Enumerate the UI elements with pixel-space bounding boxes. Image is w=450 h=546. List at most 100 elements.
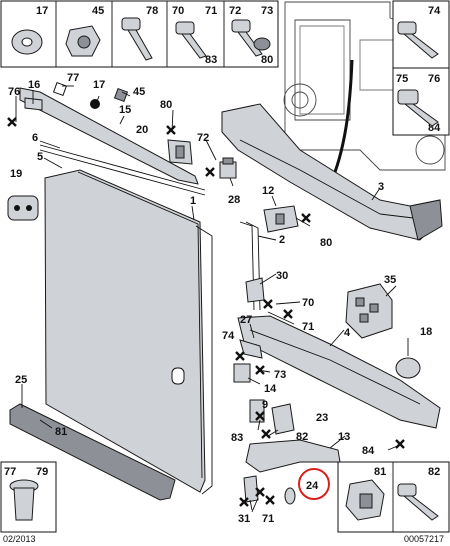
striker-23: [271, 403, 295, 435]
callout-5: 5: [37, 151, 43, 163]
door-handle-recess: [171, 367, 185, 385]
label-71-inset: 71: [205, 5, 217, 17]
top-inset-frame: [0, 0, 279, 68]
callout-73: 73: [274, 369, 286, 381]
callout-84: 84: [362, 445, 375, 457]
sliding-door-panel: [44, 169, 213, 495]
callout-2: 2: [279, 234, 285, 246]
callout-24: 24: [306, 480, 319, 492]
center-rail-3: [221, 103, 443, 241]
callout-71: 71: [302, 321, 314, 333]
lower-sill-4: [237, 315, 441, 429]
label-78-inset: 78: [146, 5, 158, 17]
bolt-74-icon: [397, 21, 439, 59]
leader-lines: [15, 85, 409, 513]
push-clip-icon: [345, 479, 385, 521]
label-17-inset: 17: [36, 5, 48, 17]
callout-35: 35: [384, 274, 396, 286]
callout-74: 74: [222, 330, 235, 342]
connector-block-35: [345, 283, 393, 339]
callout-81: 81: [55, 426, 67, 438]
callout-70: 70: [302, 297, 314, 309]
label-79-bottom: 79: [36, 466, 48, 478]
expansion-nut-icon: [9, 479, 39, 521]
label-73-inset: 73: [261, 5, 273, 17]
label-70-inset: 70: [172, 5, 184, 17]
bolt-72-icon: [231, 19, 271, 57]
callout-30: 30: [276, 270, 288, 282]
callout-71b: 71: [262, 513, 274, 525]
upper-guide-rail-15: [19, 87, 199, 185]
bracket-12: [263, 205, 299, 233]
bolt-75-icon: [397, 89, 439, 127]
lower-lock-14: [233, 339, 263, 383]
callout-9: 9: [262, 399, 268, 411]
screw-78-icon: [121, 17, 153, 61]
plug-24-highlight: [284, 468, 330, 505]
callout-20: 20: [136, 124, 148, 136]
callout-13: 13: [338, 431, 350, 443]
bumper-18: [395, 357, 421, 379]
callout-77: 77: [67, 72, 79, 84]
callout-4: 4: [344, 327, 351, 339]
clip-nut-icon: [65, 25, 101, 57]
callout-82: 82: [296, 431, 308, 443]
clip-45: [113, 87, 129, 103]
callout-45: 45: [133, 86, 145, 98]
label-74-inset: 74: [428, 5, 441, 17]
door-panel-5: [44, 169, 206, 493]
label-83-inset: 83: [205, 54, 217, 66]
callout-18: 18: [420, 326, 432, 338]
callout-16: 16: [28, 79, 40, 91]
right-inset-strip: 74 75 76 84: [392, 0, 450, 136]
label-81-bottom: 81: [374, 466, 386, 478]
buffer-28: [219, 157, 237, 179]
callout-labels: 76 16 77 17 45 15 6 5 80 20 72 28 19 1 1…: [8, 72, 432, 525]
label-72-inset: 72: [229, 5, 241, 17]
callout-19: 19: [10, 168, 22, 180]
top-inset-strip: 17 45 78 70 71 83 72 73 80: [0, 0, 279, 68]
label-77-bottom: 77: [4, 466, 16, 478]
label-45-inset: 45: [92, 5, 104, 17]
roller-30: [245, 277, 265, 303]
callout-80b: 80: [320, 237, 332, 249]
callout-12: 12: [262, 185, 274, 197]
upper-rail-assembly: [19, 81, 206, 196]
callout-83: 83: [231, 432, 243, 444]
bottom-right-inset: 81 82: [337, 461, 450, 533]
label-75-inset: 75: [396, 73, 408, 85]
date-reference: 02/2013: [3, 534, 36, 544]
washer-icon: [11, 29, 43, 55]
callout-14: 14: [264, 383, 277, 395]
label-82-bottom: 82: [428, 466, 440, 478]
label-76-inset: 76: [428, 73, 440, 85]
bottom-left-inset: 77 79: [0, 461, 57, 533]
callout-3: 3: [378, 181, 384, 193]
pad-19: [7, 195, 39, 221]
nut-17: [90, 99, 100, 109]
callout-76: 76: [8, 86, 20, 98]
callout-1: 1: [190, 195, 196, 207]
callout-27: 27: [240, 314, 252, 326]
callout-23: 23: [316, 412, 328, 424]
bolt-82-icon: [397, 483, 439, 521]
hinge-20: [167, 139, 193, 165]
callout-15: 15: [119, 104, 131, 116]
callout-72: 72: [197, 132, 209, 144]
lower-roller-31: [243, 475, 259, 503]
callout-6: 6: [32, 132, 38, 144]
callout-25: 25: [15, 374, 27, 386]
label-80-inset: 80: [261, 54, 273, 66]
callout-31: 31: [238, 513, 250, 525]
diagram-code: 00057217: [404, 534, 444, 544]
cap-77: [52, 81, 68, 97]
lower-bracket-13: [245, 439, 341, 473]
callout-17: 17: [93, 79, 105, 91]
door-seal-1: [77, 171, 203, 479]
bolt-70-icon: [175, 21, 207, 59]
callout-28: 28: [228, 194, 240, 206]
fastener-cross-marks: [7, 117, 405, 507]
callout-80a: 80: [160, 99, 172, 111]
